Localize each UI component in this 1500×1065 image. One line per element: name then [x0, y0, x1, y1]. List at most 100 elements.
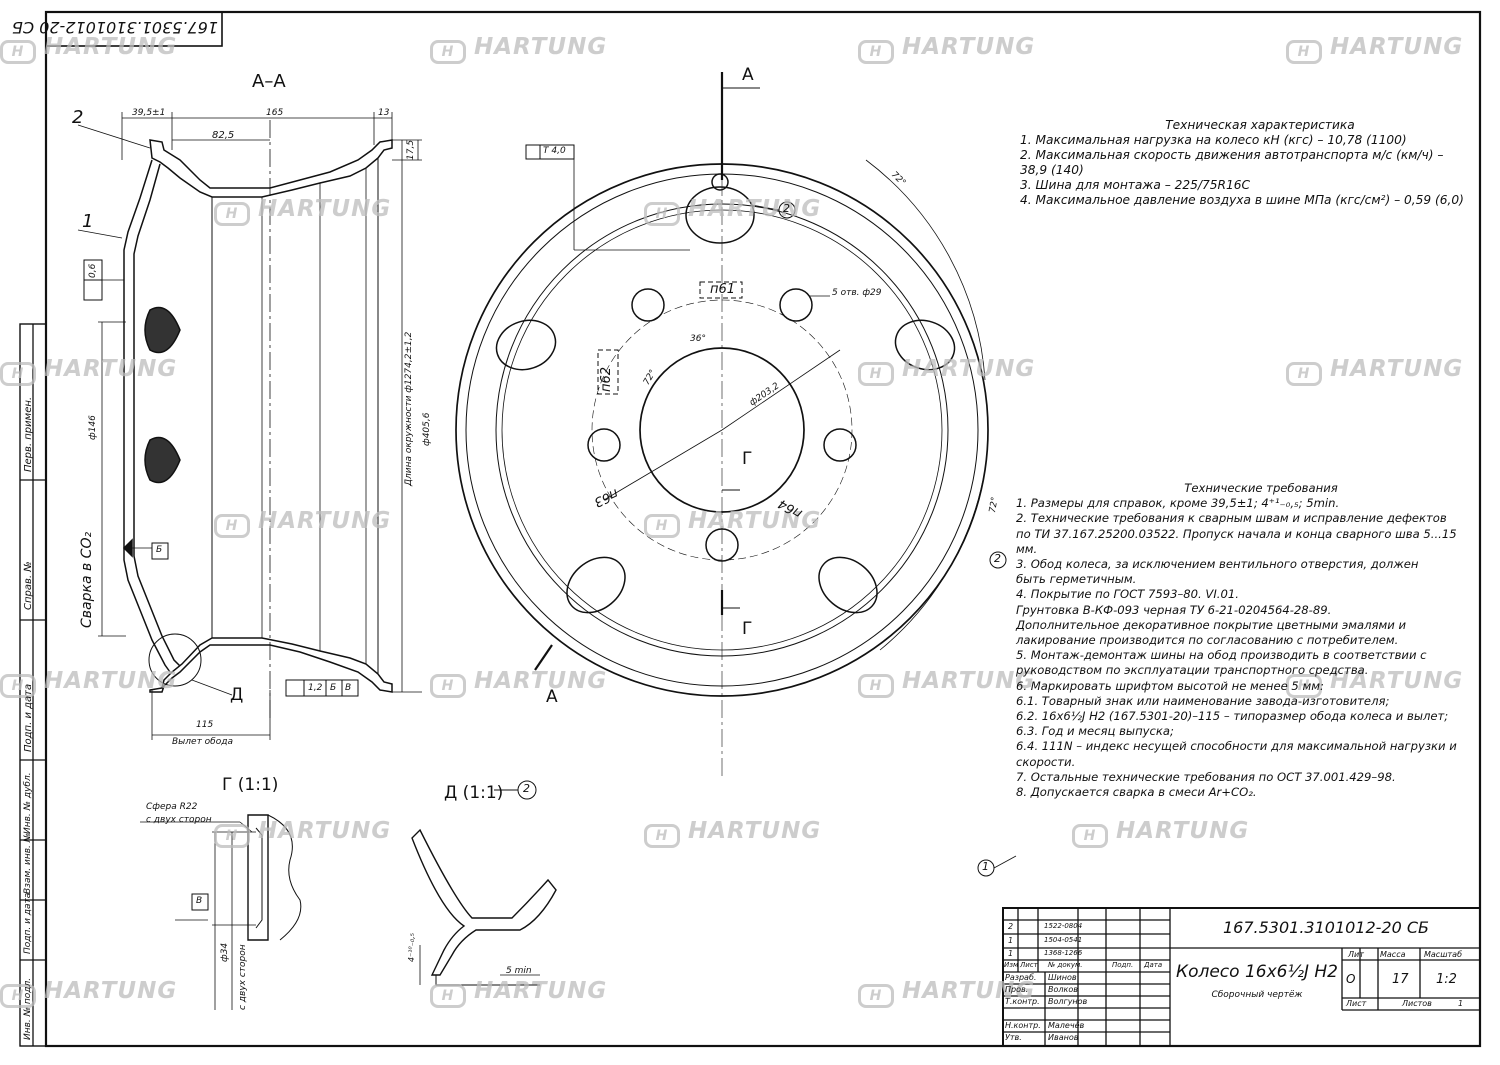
runout-value: 1,2 [308, 683, 323, 693]
balloon-2-label: 2 [72, 107, 84, 128]
dim-13: 13 [378, 108, 390, 118]
watermark-text: HARTUNG [902, 34, 1036, 60]
stamp-name: Иванов [1048, 1033, 1079, 1042]
dim-circumference: Длина окружности ф1274,2±1,2 [404, 331, 414, 486]
title-block-lines [1002, 907, 1481, 1047]
stamp-name: Волгунов [1048, 997, 1088, 1006]
mark-p61: п61 [710, 282, 736, 297]
left-col-label: Подп. и дата [23, 892, 33, 954]
dim-5min: 5 min [506, 966, 532, 976]
watermark: H HARTUNG [644, 196, 821, 226]
logo-icon: H [430, 984, 466, 1008]
watermark-text: HARTUNG [474, 34, 608, 60]
dim-17-5: 17,5 [406, 139, 416, 160]
cut-label-a-bottom: А [546, 687, 558, 707]
bolt-holes-note: 5 отв. ф29 [832, 288, 882, 298]
watermark: H HARTUNG [858, 34, 1035, 64]
dim-4-tol: 4⁻¹⁰₋₀,₅ [407, 933, 416, 962]
logo-icon: H [1072, 824, 1108, 848]
corner-drawing-number: 167.5301.3101012-20 СБ [11, 17, 218, 37]
tech-req-line: 4. Покрытие по ГОСТ 7593–80. VI.01. [1016, 587, 1239, 602]
watermark-text: HARTUNG [258, 818, 392, 844]
logo-icon: H [858, 40, 894, 64]
dim-115: 115 [196, 720, 214, 730]
section-aa-view [77, 112, 422, 740]
section-aa-title: А–А [252, 71, 286, 92]
stamp-role: Разраб. [1005, 973, 1037, 982]
stamp-role: Подп. [1112, 961, 1134, 969]
stamp-lit-header: Лит [1348, 950, 1364, 959]
stamp-change: 1522-0804 [1044, 922, 1083, 930]
tech-req-line: 6.3. Год и месяц выпуска; [1016, 724, 1174, 739]
stamp-role: № докум. [1048, 961, 1083, 969]
tech-req-line: быть герметичным. [1016, 572, 1137, 587]
logo-icon: H [644, 514, 680, 538]
stamp-title: Колесо 16х6½J Н2 [1176, 962, 1338, 982]
stamp-name: Волков [1048, 985, 1078, 994]
cut-label-g-top: Г [742, 449, 753, 469]
ref-v-box: В [196, 896, 203, 906]
cut-label-a-top: А [742, 65, 754, 85]
logo-icon: H [1286, 40, 1322, 64]
watermark: H HARTUNG [1286, 668, 1463, 698]
stamp-role: Лист [1020, 961, 1038, 969]
dim-82-5: 82,5 [212, 130, 235, 141]
watermark-text: HARTUNG [44, 356, 178, 382]
watermark-text: HARTUNG [474, 668, 608, 694]
logo-icon: H [430, 674, 466, 698]
logo-icon: H [1286, 674, 1322, 698]
logo-icon: H [644, 202, 680, 226]
watermark-text: HARTUNG [688, 818, 822, 844]
tech-char-line: 1. Максимальная нагрузка на колесо кН (к… [1020, 133, 1407, 148]
watermark: H HARTUNG [858, 356, 1035, 386]
tech-req-line: мм. [1016, 541, 1038, 556]
left-col-label: Перв. примен. [23, 396, 34, 472]
tech-req-line: 6.4. 111N – индекс несущей способности д… [1016, 739, 1457, 754]
section-d-title: Д (1:1) [444, 783, 504, 803]
dim-d146: ф146 [88, 415, 98, 440]
watermark: H HARTUNG [1286, 34, 1463, 64]
dim-offset-label: Вылет обода [172, 737, 233, 747]
tech-char-line: 38,9 (140) [1020, 163, 1084, 178]
stamp-role: Т.контр. [1005, 997, 1040, 1006]
stamp-change-num: 1 [1008, 936, 1014, 945]
tech-req-line: 6.1. Товарный знак или наименование заво… [1016, 693, 1390, 708]
watermark-text: HARTUNG [258, 508, 392, 534]
logo-icon: H [858, 362, 894, 386]
watermark: H HARTUNG [430, 668, 607, 698]
both-sides-2: с двух сторон [238, 944, 248, 1010]
stamp-role: Пров. [1005, 985, 1029, 994]
logo-icon: H [858, 984, 894, 1008]
watermark-text: HARTUNG [258, 196, 392, 222]
watermark-text: HARTUNG [1330, 356, 1464, 382]
watermark-text: HARTUNG [688, 196, 822, 222]
stamp-subtitle: Сборочный чертёж [1211, 990, 1303, 1000]
logo-icon: H [858, 674, 894, 698]
vent-holes [495, 173, 956, 614]
logo-icon: H [0, 674, 36, 698]
watermark-text: HARTUNG [1330, 34, 1464, 60]
stamp-role: Дата [1144, 961, 1163, 969]
left-col-label: Подп. и дата [23, 683, 34, 752]
tech-req-line: 2. Технические требования к сварным швам… [1016, 511, 1447, 526]
watermark-text: HARTUNG [688, 508, 822, 534]
watermark-text: HARTUNG [902, 356, 1036, 382]
stamp-drawing-number: 167.5301.3101012-20 СБ [1222, 918, 1430, 937]
watermark-text: HARTUNG [1330, 668, 1464, 694]
cut-label-g-bottom: Г [742, 619, 753, 639]
tech-req-line: 6. Маркировать шрифтом высотой не менее … [1016, 678, 1324, 693]
stamp-name: Малечёв [1048, 1021, 1085, 1030]
